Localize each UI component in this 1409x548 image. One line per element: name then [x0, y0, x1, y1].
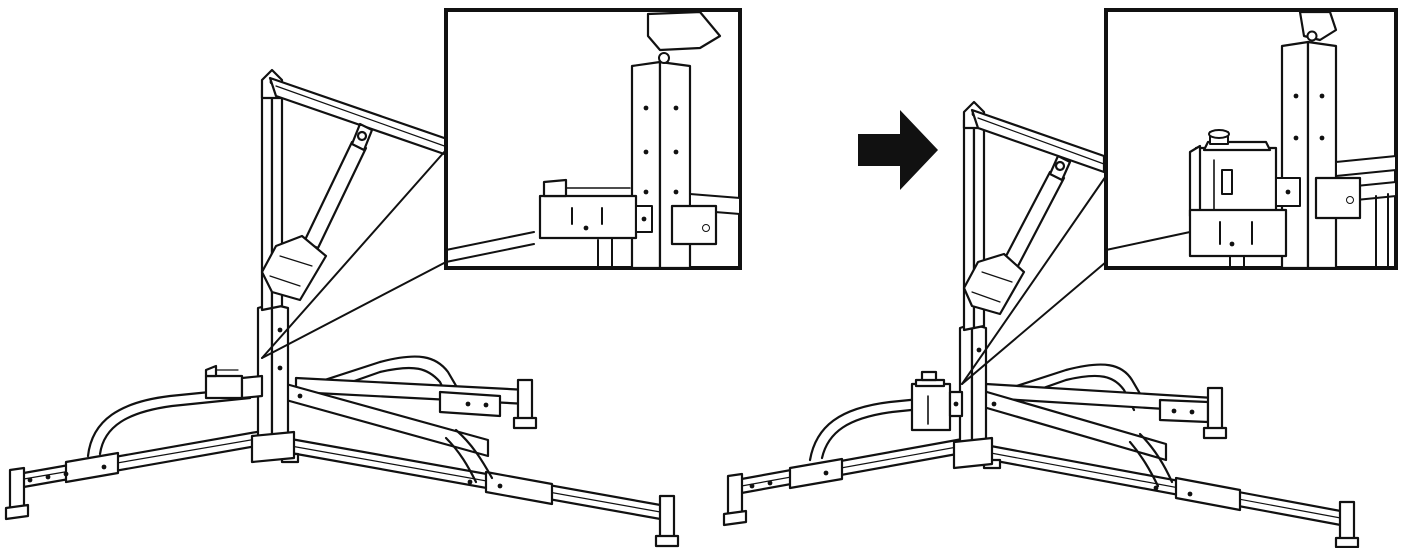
base-rear-arch-after — [990, 363, 1148, 412]
base-left-arch-after — [808, 394, 952, 462]
control-box-mounted — [910, 370, 964, 432]
mount-bracket-small — [204, 364, 264, 400]
callout-lines-after — [961, 175, 1107, 385]
base-right-front-leg-after — [978, 442, 1360, 548]
actuator-motor — [260, 234, 328, 302]
central-column — [250, 302, 296, 464]
base-left-arch — [86, 386, 252, 458]
boom-arm-after — [970, 108, 1106, 174]
base-left-leg — [4, 428, 270, 521]
callout-lines — [261, 149, 447, 359]
linear-actuator-after — [1002, 154, 1072, 268]
panel-before — [4, 8, 742, 548]
actuator-motor-after — [962, 252, 1026, 316]
panel-after — [722, 8, 1398, 548]
linear-actuator — [302, 122, 374, 250]
detail-inset-after — [1104, 8, 1398, 270]
detail-inset-before — [444, 8, 742, 270]
base-right-rear-leg-after — [984, 382, 1228, 440]
base-right-rear-leg — [294, 376, 538, 430]
base-left-leg-after — [722, 436, 970, 527]
step-arrow — [858, 110, 938, 190]
central-column-after — [952, 322, 994, 470]
base-rear-arch — [298, 355, 464, 404]
